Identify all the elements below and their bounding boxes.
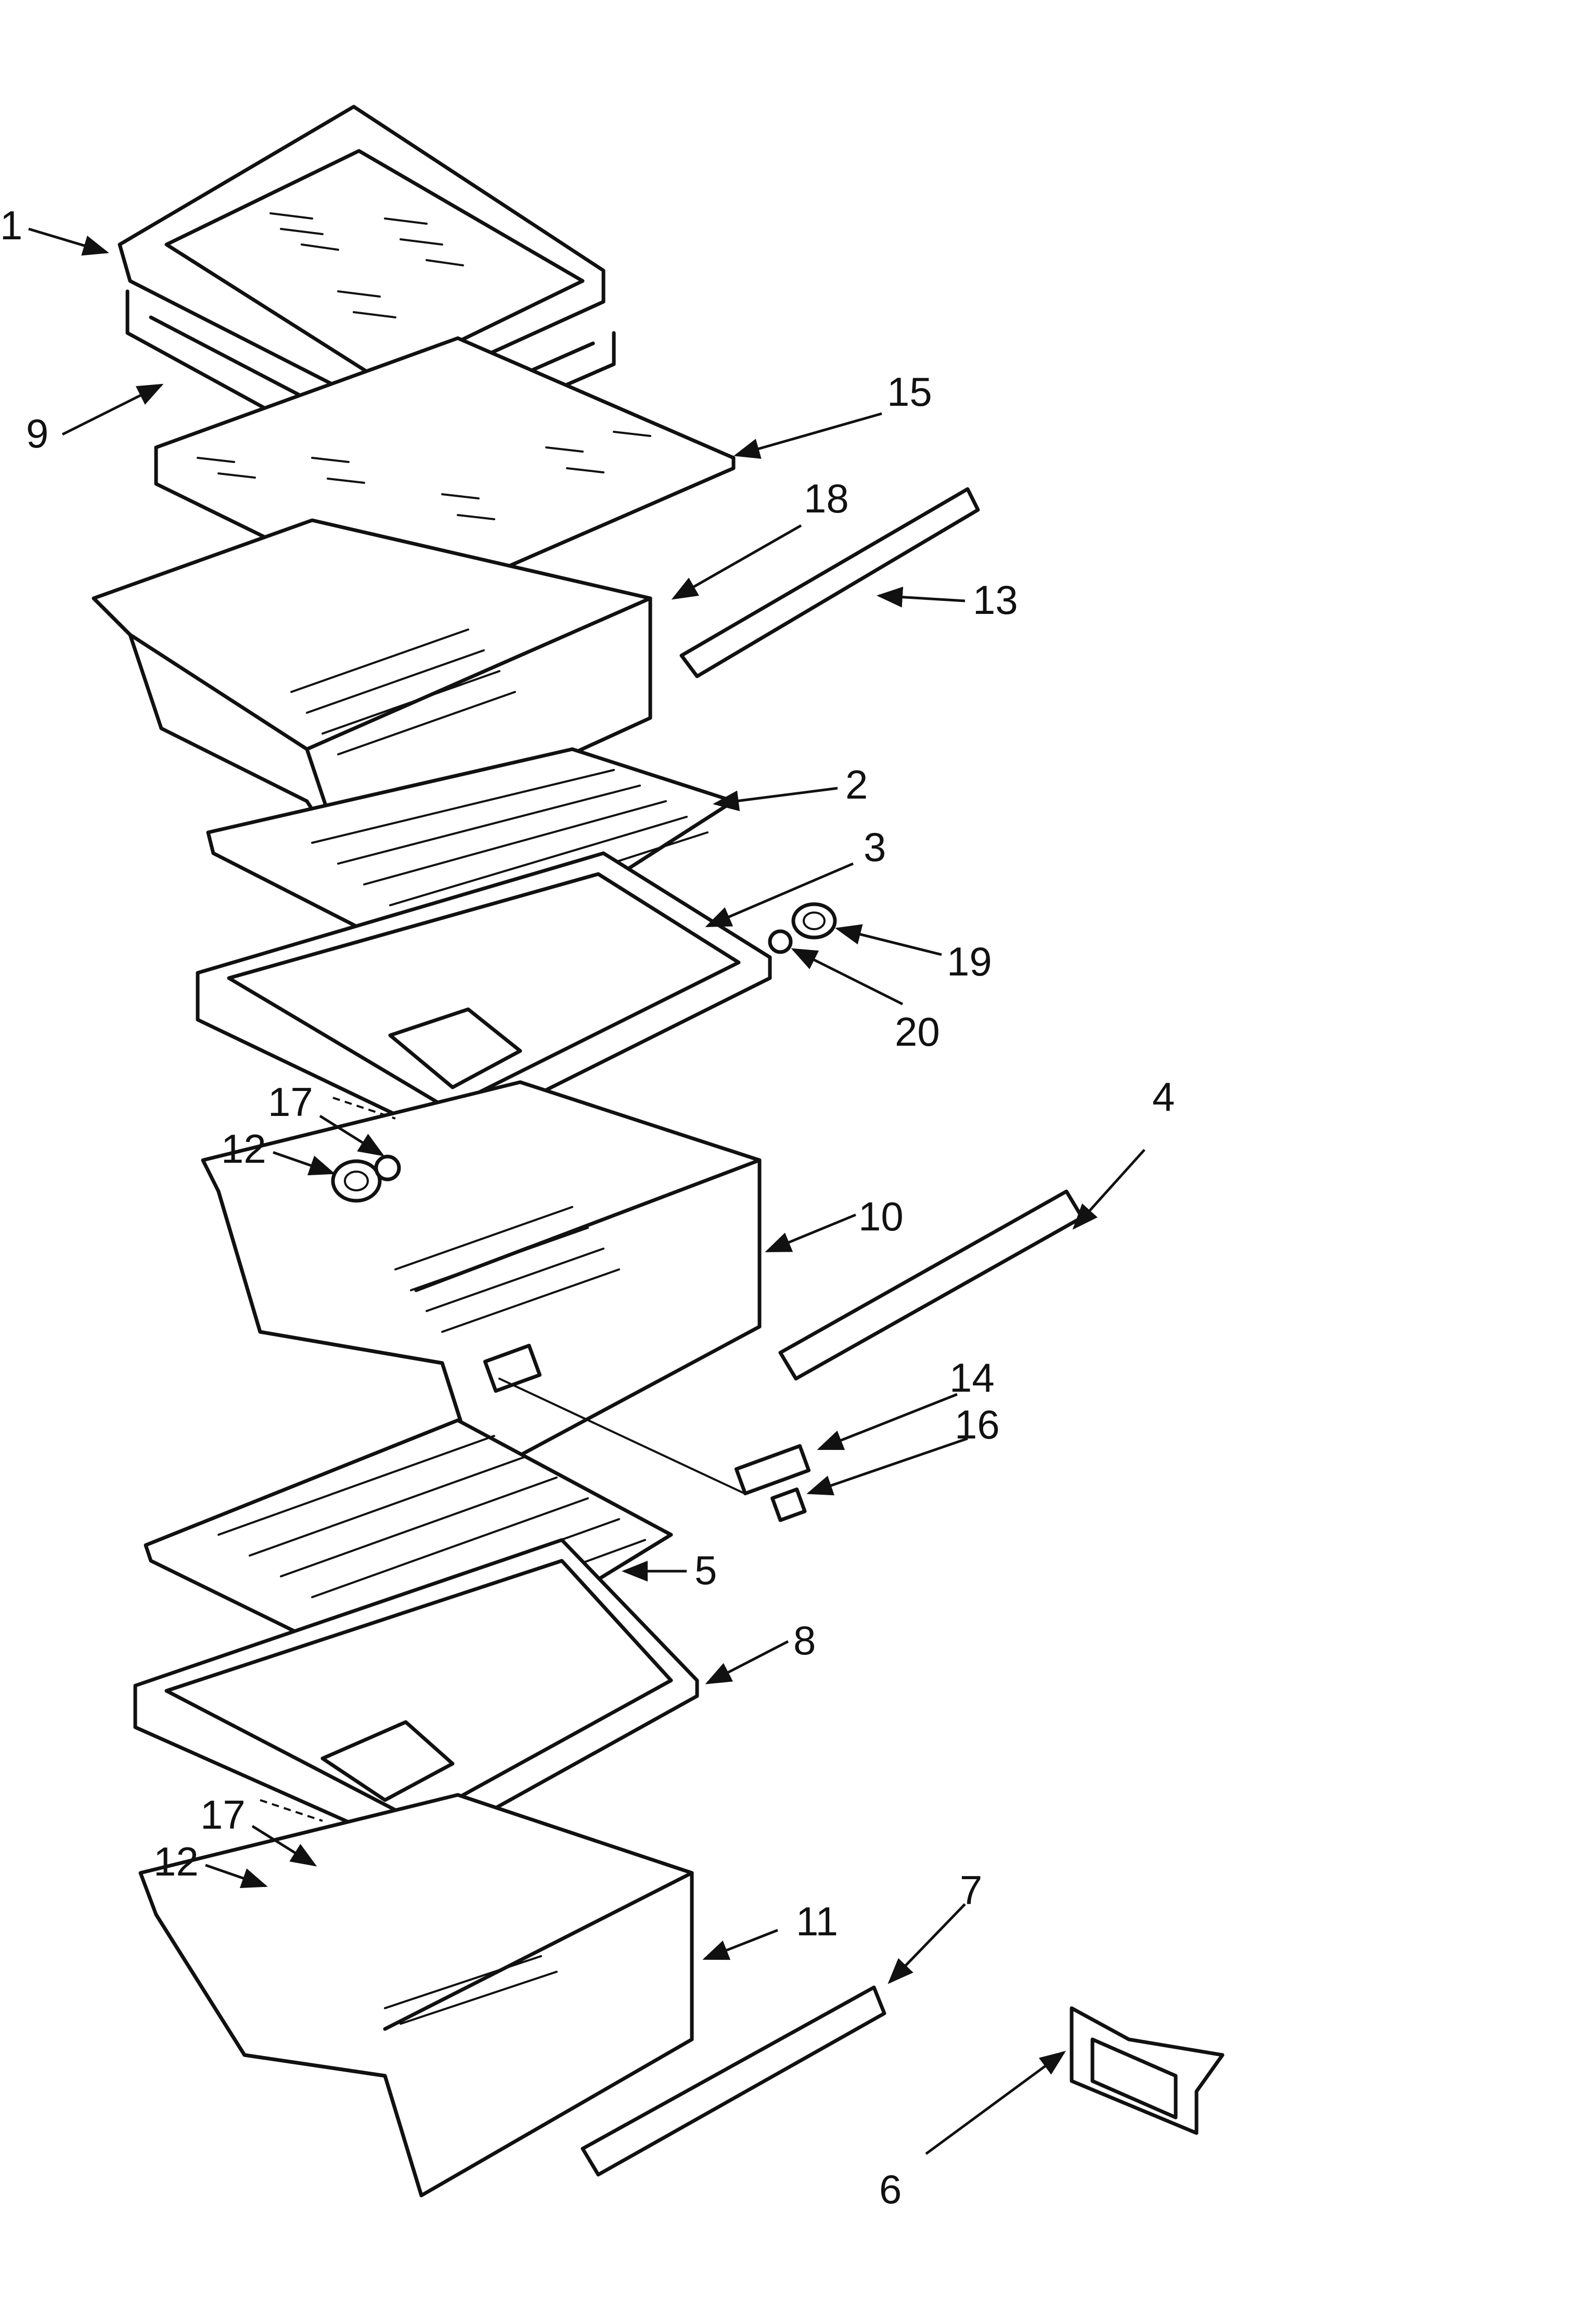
screw-part-20 <box>768 929 793 954</box>
roller-part-19 <box>791 902 837 940</box>
callout-4: 4 <box>1152 1074 1175 1120</box>
callout-18: 18 <box>804 476 849 521</box>
callout-7: 7 <box>960 1867 982 1913</box>
dashed-guide-17-upper <box>332 1097 396 1120</box>
leader-arrows <box>28 227 1145 2155</box>
slide-part-16 <box>770 1487 807 1522</box>
rail-part-4 <box>778 1189 1084 1381</box>
callout-8: 8 <box>793 1617 816 1663</box>
callout-5: 5 <box>694 1547 717 1593</box>
callout-2: 2 <box>845 762 868 807</box>
callout-16: 16 <box>955 1402 1000 1447</box>
callout-12-lower: 12 <box>153 1839 199 1884</box>
callout-3: 3 <box>864 824 886 870</box>
callout-11: 11 <box>796 1898 838 1944</box>
callout-14: 14 <box>949 1355 995 1401</box>
rail-part-13 <box>679 487 980 678</box>
crisper-frame-part-3 <box>196 851 772 1141</box>
rail-part-7 <box>581 1985 886 2177</box>
callout-13: 13 <box>973 577 1018 623</box>
crisper-frame-part-8 <box>133 1538 699 1854</box>
callout-6: 6 <box>879 2166 902 2212</box>
callout-labels: 1 9 15 18 13 2 3 19 20 17 12 4 10 14 16 … <box>0 202 1175 2212</box>
callout-1: 1 <box>0 202 22 248</box>
callout-10: 10 <box>858 1193 904 1239</box>
humidity-control-part-14 <box>498 1378 811 1496</box>
lower-crisper-drawer-part <box>138 1793 694 2198</box>
roller-part-12-upper <box>331 1154 401 1203</box>
callout-17-upper: 17 <box>268 1079 313 1125</box>
callout-15: 15 <box>887 369 932 415</box>
middle-crisper-drawer-part <box>201 1080 762 1480</box>
glass-shelf-part <box>118 105 606 408</box>
dashed-guide-17-lower <box>260 1799 323 1822</box>
bracket-part-6 <box>1070 2006 1225 2135</box>
callout-19: 19 <box>947 939 992 984</box>
callout-12-upper: 12 <box>221 1126 266 1172</box>
callout-17-lower: 17 <box>200 1792 246 1838</box>
callout-9: 9 <box>26 410 48 456</box>
callout-20: 20 <box>895 1009 940 1055</box>
